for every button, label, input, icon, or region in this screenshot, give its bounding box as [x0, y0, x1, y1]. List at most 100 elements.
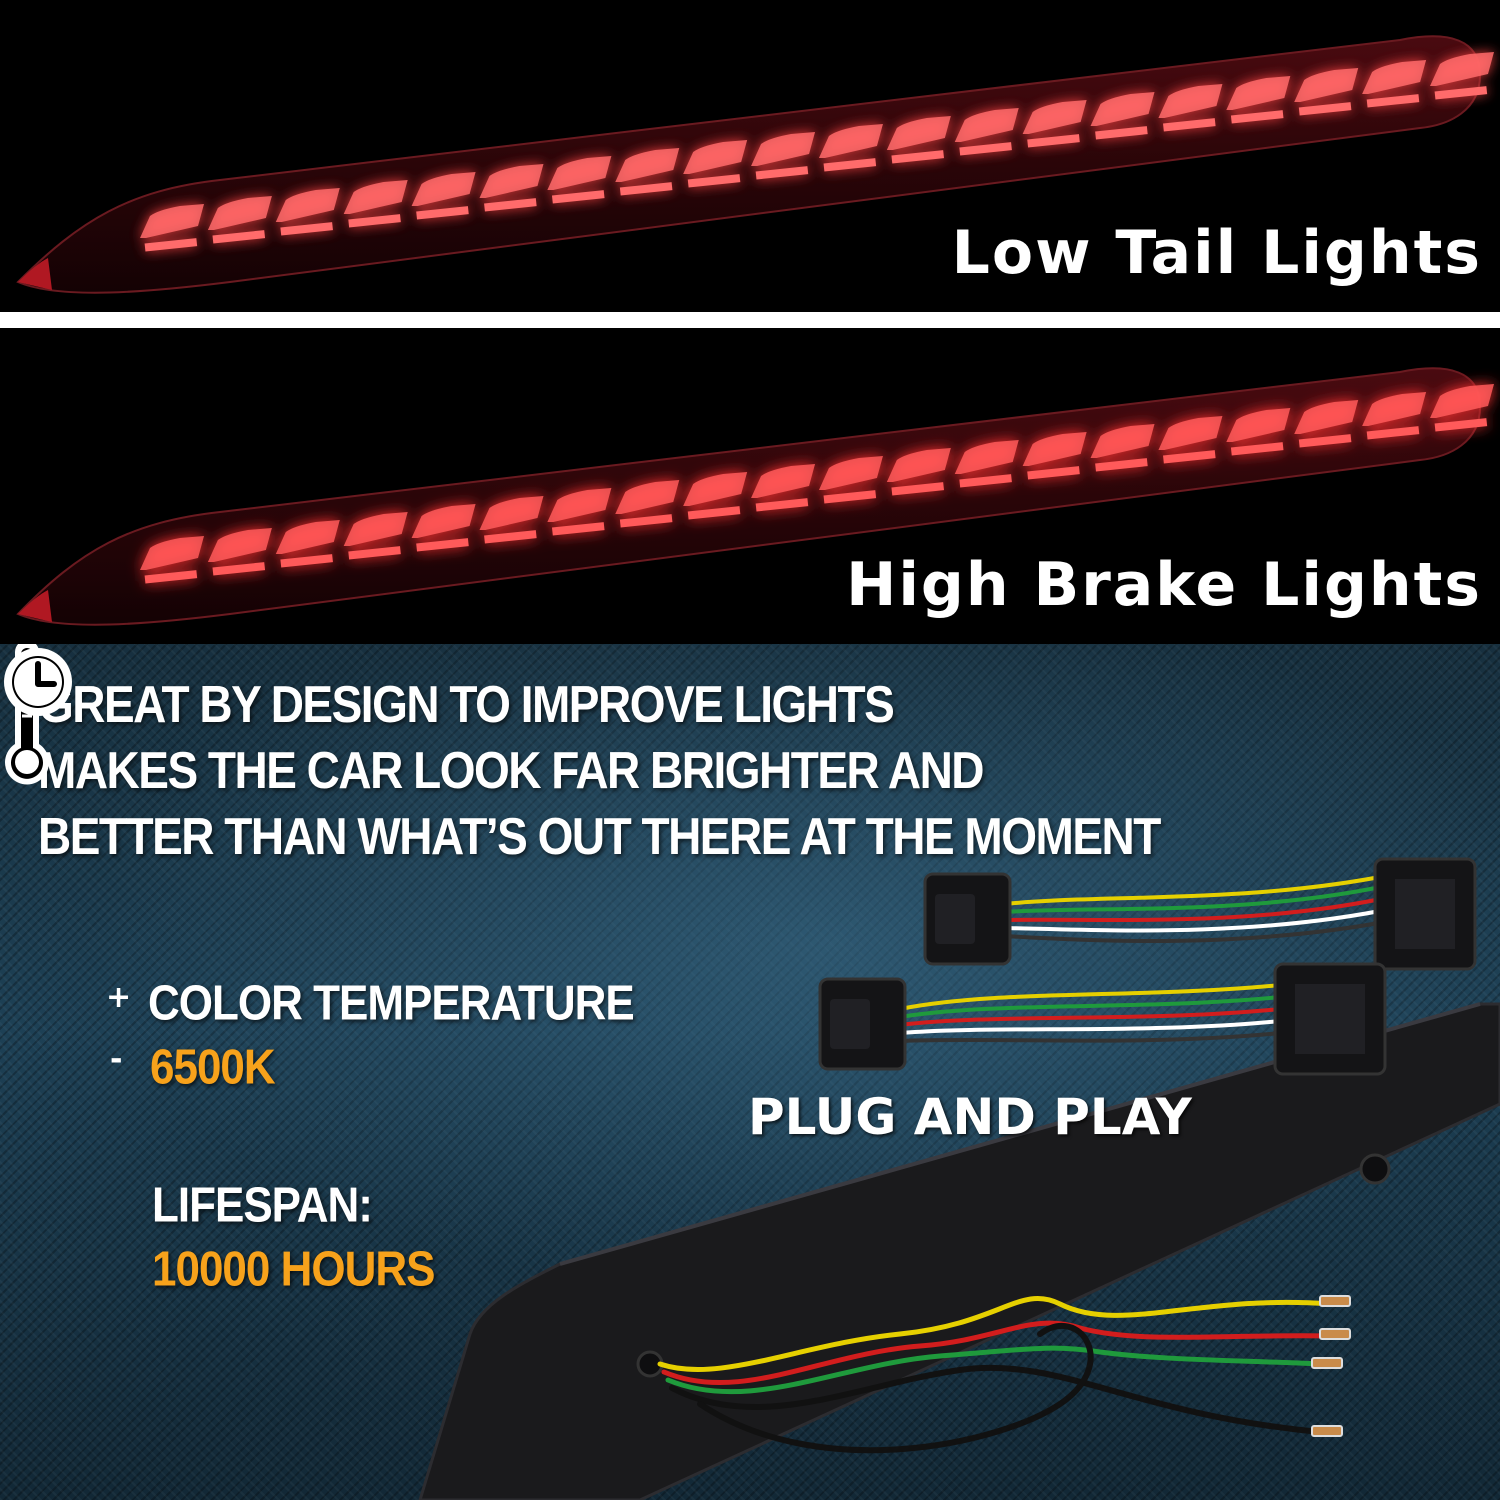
led-strip: [348, 546, 401, 560]
low-tail-lights-caption: Low Tail Lights: [951, 218, 1482, 288]
led-segment: [411, 172, 476, 206]
led-segment: [886, 116, 951, 150]
led-segment: [547, 156, 612, 190]
color-temperature-label: COLOR TEMPERATURE: [148, 976, 635, 1031]
led-strip: [416, 206, 469, 220]
led-strip: [1163, 450, 1216, 464]
led-segment: [411, 504, 476, 538]
led-segment: [954, 108, 1019, 142]
color-temperature-value: 6500K: [150, 1040, 276, 1095]
led-strip: [1027, 134, 1080, 148]
wiring-harness-2: [818, 962, 1387, 1076]
led-strip: [1298, 102, 1352, 116]
lifespan-label: LIFESPAN:: [152, 1178, 373, 1233]
led-strip: [551, 522, 605, 536]
led-segment: [1226, 76, 1291, 110]
low-tail-lights-panel: Low Tail Lights: [0, 0, 1500, 312]
led-strip: [212, 230, 266, 244]
led-strip: [619, 182, 673, 196]
led-strip: [1366, 426, 1420, 440]
panel-divider: [0, 312, 1500, 328]
led-strip: [280, 554, 333, 568]
led-segment: [1226, 408, 1291, 442]
led-segment: [275, 188, 340, 222]
led-strip: [891, 482, 944, 496]
clock-icon: [4, 648, 72, 716]
led-strip: [1163, 118, 1216, 132]
led-strip: [823, 158, 877, 172]
led-segment: [1090, 92, 1155, 126]
led-segment: [207, 196, 272, 230]
led-strip: [1095, 458, 1148, 472]
light-bar-low-illustration: [16, 35, 1494, 294]
led-segment: [751, 132, 816, 166]
led-strip: [484, 530, 537, 544]
led-strip: [1434, 418, 1488, 432]
led-strip: [959, 142, 1012, 156]
led-strip: [1366, 94, 1420, 108]
plus-sign: +: [106, 980, 132, 1015]
harness-and-bar-illustration: [418, 857, 1500, 1500]
led-segment: [1090, 424, 1155, 458]
light-bar-high-illustration: [16, 367, 1494, 626]
features-panel: GREAT BY DESIGN TO IMPROVE LIGHTS MAKES …: [0, 644, 1500, 1500]
lifespan-value: 10000 HOURS: [152, 1242, 435, 1297]
led-segment: [818, 124, 883, 158]
led-segment: [1158, 84, 1223, 118]
led-strip: [144, 570, 198, 584]
led-strip: [619, 514, 673, 528]
high-brake-lights-caption: High Brake Lights: [846, 550, 1482, 620]
high-brake-lights-panel: High Brake Lights: [0, 328, 1500, 644]
led-strip: [755, 166, 809, 180]
led-strip: [823, 490, 877, 504]
led-strip: [1230, 442, 1284, 456]
led-segment: [1294, 68, 1359, 102]
led-segment: [751, 464, 816, 498]
led-strip: [891, 150, 944, 164]
led-segment: [140, 204, 204, 238]
led-strip: [348, 214, 401, 228]
led-segment: [1430, 384, 1494, 418]
led-segment: [140, 536, 204, 570]
led-segment: [207, 528, 272, 562]
led-segment: [683, 472, 748, 506]
led-strip: [551, 190, 605, 204]
led-strip: [416, 538, 469, 552]
led-segment: [1022, 432, 1087, 466]
led-strip: [144, 238, 198, 252]
led-segment: [547, 488, 612, 522]
led-segment: [615, 480, 680, 514]
light-bar-back: [418, 1002, 1500, 1500]
wiring-harness-1: [923, 857, 1477, 971]
led-strip: [687, 174, 741, 188]
led-strip: [1230, 110, 1284, 124]
led-segment: [343, 512, 408, 546]
pigtail-wires: [657, 1296, 1333, 1454]
led-segment: [1022, 100, 1087, 134]
led-strip: [1434, 86, 1488, 100]
led-segment: [343, 180, 408, 214]
led-strip: [959, 474, 1012, 488]
led-strip: [280, 222, 333, 236]
led-strip: [1095, 126, 1148, 140]
led-segment: [683, 140, 748, 174]
led-strip: [484, 198, 537, 212]
led-segment: [479, 496, 544, 530]
led-segment: [886, 448, 951, 482]
led-strip: [212, 562, 266, 576]
headline-line-1: GREAT BY DESIGN TO IMPROVE LIGHTS: [38, 675, 895, 734]
led-strip: [1027, 466, 1080, 480]
led-segment: [479, 164, 544, 198]
led-strip: [687, 506, 741, 520]
led-segment: [1362, 60, 1427, 94]
led-segment: [275, 520, 340, 554]
led-segment: [1294, 400, 1359, 434]
plug-and-play-label: PLUG AND PLAY: [748, 1088, 1192, 1146]
led-segment: [615, 148, 680, 182]
minus-sign: -: [110, 1042, 123, 1077]
led-strip: [1298, 434, 1352, 448]
headline-line-3: BETTER THAN WHAT’S OUT THERE AT THE MOME…: [38, 807, 1161, 866]
led-segment: [818, 456, 883, 490]
headline-line-2: MAKES THE CAR LOOK FAR BRIGHTER AND: [38, 741, 985, 800]
